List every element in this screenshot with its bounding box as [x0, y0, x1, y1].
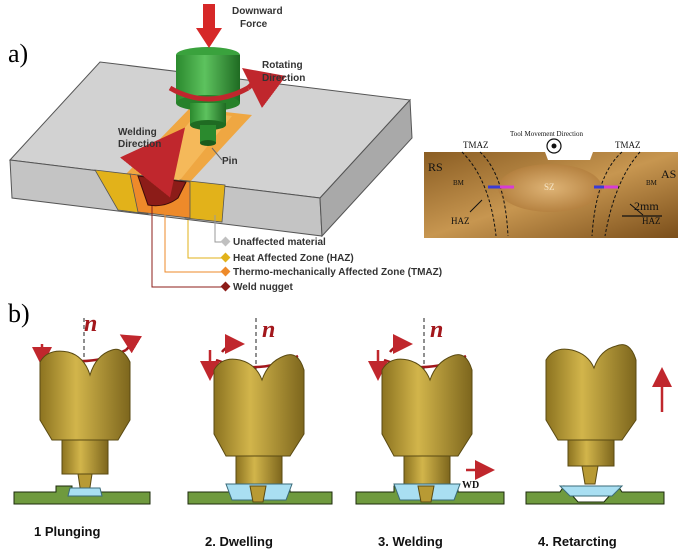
sz-label: SZ [544, 182, 555, 192]
tmaz-left-label: TMAZ [463, 140, 489, 150]
legend-tmaz: Thermo-mechanically Affected Zone (TMAZ) [233, 267, 442, 278]
rotating-direction-label-2: Direction [262, 73, 305, 84]
tool-movement-label: Tool Movement Direction [510, 130, 583, 138]
step-retracting: 4. Retarcting [525, 344, 672, 549]
fsw-tool [168, 47, 286, 146]
legend-callouts: Unaffected material Heat Affected Zone (… [151, 206, 442, 293]
scale-bar-label: 2mm [634, 199, 659, 213]
legend-marker-haz [220, 252, 231, 263]
bm-right-label: BM [646, 179, 658, 187]
rotation-symbol-1: n [84, 311, 97, 337]
welding-direction-arrow [120, 127, 185, 198]
legend-marker-unaffected [220, 236, 231, 247]
welding-direction-label-2: Direction [118, 139, 161, 150]
panel-a-label: a) [8, 39, 28, 68]
legend-marker-tmaz [220, 266, 231, 277]
rotation-arrow [168, 85, 250, 102]
rotating-direction-label-1: Rotating [262, 60, 303, 71]
legend-unaffected: Unaffected material [233, 237, 326, 248]
step-dwelling: n 2. Dwelling [187, 317, 333, 549]
bm-left-label: BM [453, 179, 465, 187]
welding-direction-short: WD [462, 480, 479, 491]
pin-label: Pin [222, 156, 238, 167]
step-label-1: 1 Plunging [34, 524, 101, 539]
welding-direction-label-1: Welding [118, 127, 157, 138]
step-welding: n WD 3. Welding [355, 317, 505, 549]
rotation-symbol-2: n [262, 317, 275, 343]
downward-force-label-2: Force [240, 19, 268, 30]
haz-left-label: HAZ [451, 216, 470, 226]
legend-marker-nugget [220, 281, 231, 292]
step-label-4: 4. Retarcting [538, 534, 617, 549]
step-label-3: 3. Welding [378, 534, 443, 549]
legend-haz: Heat Affected Zone (HAZ) [233, 253, 354, 264]
haz-right-label: HAZ [642, 216, 661, 226]
rs-label: RS [428, 160, 443, 174]
rotation-symbol-3: n [430, 317, 443, 343]
downward-force-arrow [196, 4, 222, 48]
step-plunging: n 1 Plunging [13, 311, 151, 539]
as-label: AS [661, 167, 676, 181]
downward-force-label-1: Downward [232, 6, 283, 17]
step-label-2: 2. Dwelling [205, 534, 273, 549]
tmaz-right-label: TMAZ [615, 140, 641, 150]
legend-weld-nugget: Weld nugget [233, 282, 293, 293]
panel-b-label: b) [8, 299, 30, 328]
micrograph: Tool Movement Direction TMAZ TMAZ RS AS … [424, 130, 678, 238]
